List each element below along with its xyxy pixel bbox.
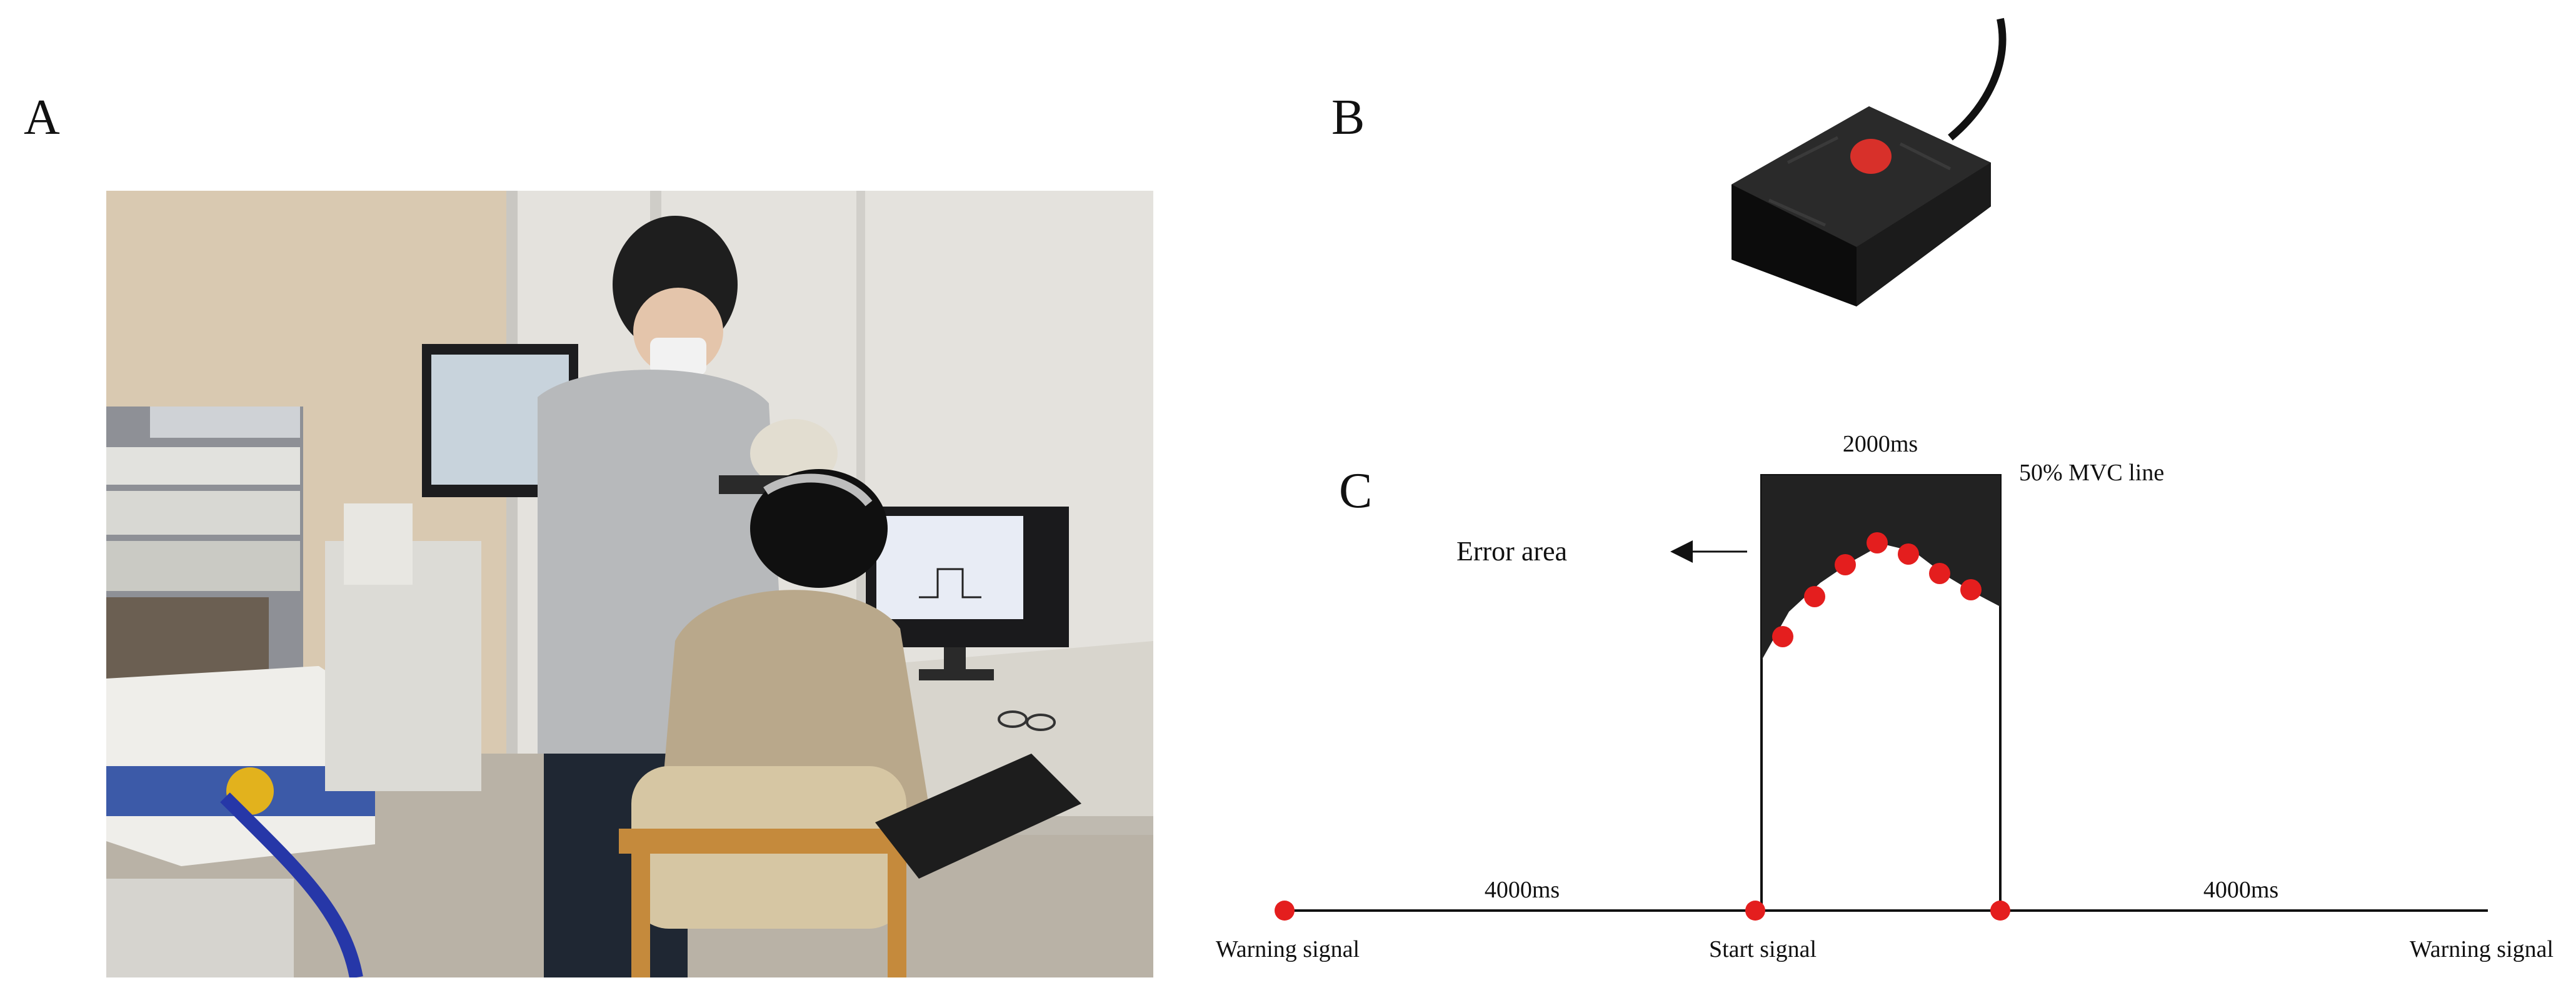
sensor-cable [1948,18,2007,141]
panel-label-a: A [24,90,60,145]
error-area-label: Error area [1456,536,1567,567]
right-interval-label: 4000ms [2203,877,2278,903]
participant-cap [750,469,888,588]
trace-point [1835,554,1856,575]
panel-label-c: C [1339,463,1373,518]
warning-signal-marker-left [1275,901,1295,921]
start-signal-label: Start signal [1709,936,1817,962]
timing-diagram: 2000ms 50% MVC line Error area 4000ms 40… [1188,413,2576,1005]
start-signal-marker [1745,901,1765,921]
trace-point [1804,586,1825,607]
trace-point [1960,579,1982,600]
panel-label-b: B [1331,90,1365,145]
left-interval-label: 4000ms [1485,877,1560,903]
lab-setup-photo [106,191,1153,977]
error-area [1762,475,2000,660]
trace-point [1898,543,1919,565]
block-duration-label: 2000ms [1843,431,1918,457]
trace-point [1772,626,1793,647]
red-marker-dot [1850,139,1892,174]
warning-signal-label-left: Warning signal [1216,936,1360,962]
end-marker [1990,901,2010,921]
force-trace [1772,532,1982,647]
trace-point [1867,532,1888,553]
force-sensor-device [1713,13,2013,338]
force-pad [875,754,1081,879]
warning-signal-label-right: Warning signal [2410,936,2553,962]
trace-point [1929,563,1950,584]
threshold-label: 50% MVC line [2019,460,2164,486]
